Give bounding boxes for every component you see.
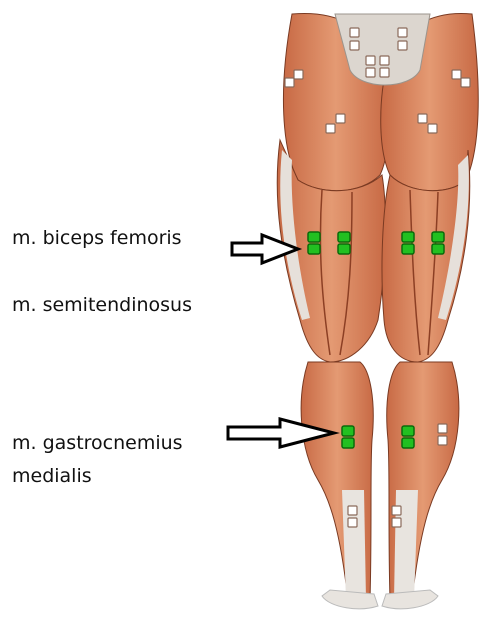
electrode-gastro-left-b — [342, 438, 354, 448]
electrode-semi-right-b — [402, 244, 414, 254]
electrode-biceps-left-b — [308, 244, 320, 254]
electrode-biceps-right-b — [432, 244, 444, 254]
electrode-biceps-right-a — [432, 232, 444, 242]
electrode-gastro-right-a — [402, 426, 414, 436]
electrode-gastro-left-a — [342, 426, 354, 436]
electrode-semi-right-a — [402, 232, 414, 242]
electrode-semi-left-b — [338, 244, 350, 254]
right-calf — [382, 362, 459, 609]
electrode-gastro-right-b — [402, 438, 414, 448]
electrode-semi-left-a — [338, 232, 350, 242]
left-calf — [301, 362, 378, 609]
pelvis-region — [283, 13, 478, 190]
electrode-biceps-left-a — [308, 232, 320, 242]
